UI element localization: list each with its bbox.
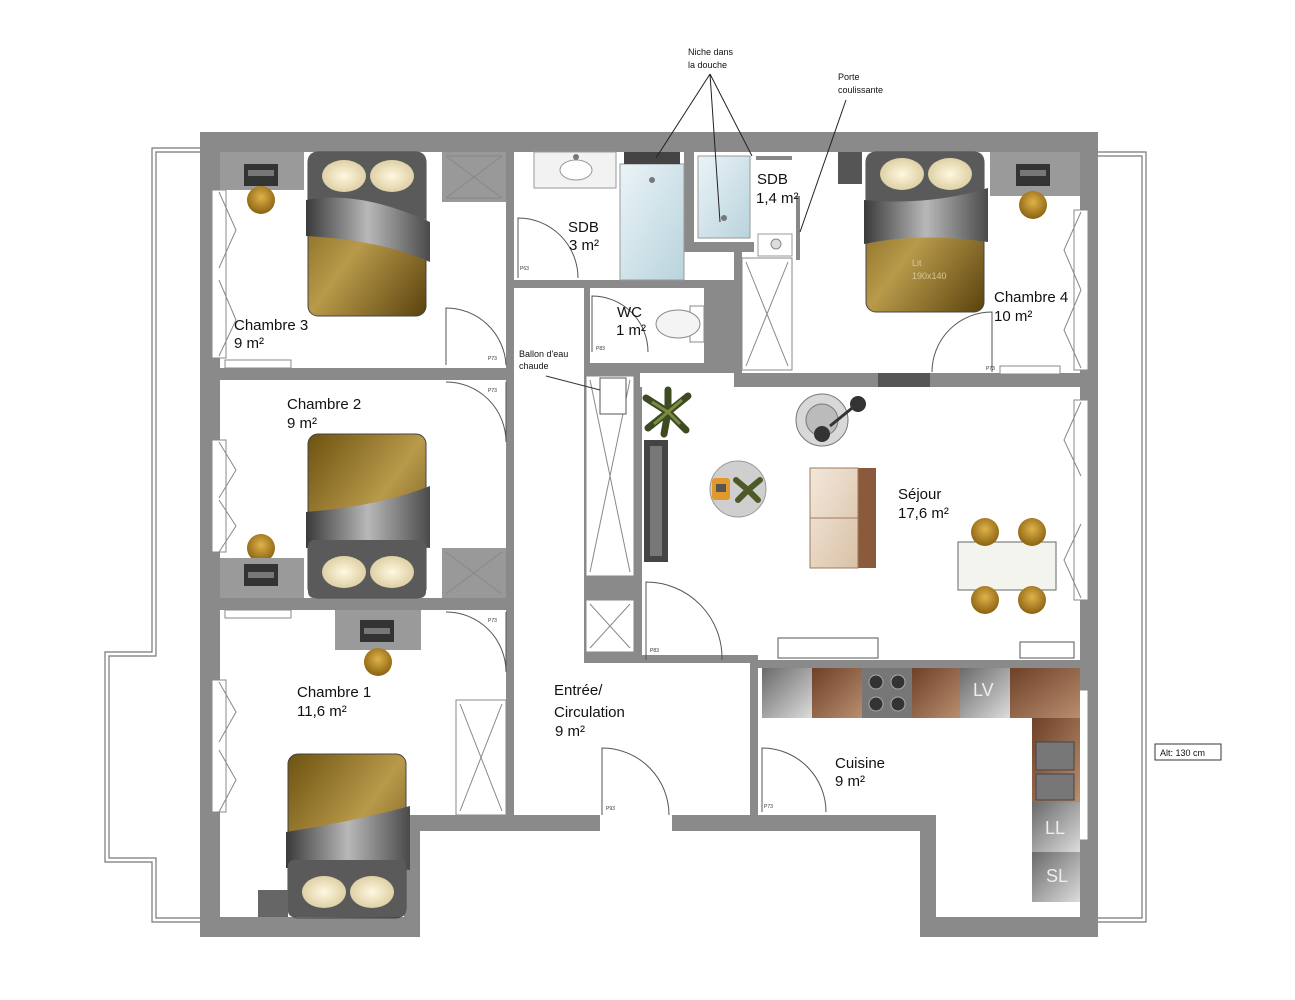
plant-small-icon bbox=[733, 477, 763, 503]
door-code-chambre4: P73 bbox=[986, 366, 995, 372]
door-code-chambre3: P73 bbox=[488, 356, 497, 362]
entree-fixtures bbox=[545, 375, 723, 816]
sdb1-name: SDB bbox=[568, 219, 599, 236]
door-code-chambre2: P73 bbox=[488, 388, 497, 394]
wc-area: 1 m² bbox=[616, 322, 646, 339]
armchair-icon bbox=[795, 393, 866, 447]
door-chambre3 bbox=[445, 307, 507, 366]
annotation-height: Alt: 130 cm bbox=[1154, 743, 1222, 761]
sdb2-area: 1,4 m² bbox=[756, 190, 799, 207]
wc-fixtures bbox=[591, 295, 705, 353]
cuisine-name: Cuisine bbox=[835, 755, 885, 772]
dishwasher-lv bbox=[960, 668, 1010, 718]
sejour-furniture bbox=[642, 386, 1075, 659]
chambre1-name: Chambre 1 bbox=[297, 684, 371, 701]
chambre4-area: 10 m² bbox=[994, 308, 1032, 325]
washing-machine-ll bbox=[1032, 802, 1080, 852]
porte-label-2: coulissante bbox=[838, 85, 883, 95]
annotation-ballon: Ballon d'eau chaude bbox=[519, 349, 568, 371]
entree-area: 9 m² bbox=[555, 723, 585, 740]
chambre4-name: Chambre 4 bbox=[994, 289, 1068, 306]
door-code-sejour: P83 bbox=[650, 648, 659, 654]
chambre2-furniture bbox=[220, 433, 506, 599]
door-code-entree: P93 bbox=[606, 806, 615, 812]
porte-label-1: Porte bbox=[838, 72, 860, 82]
chambre3-area: 9 m² bbox=[234, 335, 264, 352]
chambre1-area: 11,6 m² bbox=[297, 703, 347, 720]
sdb2-fixtures bbox=[697, 155, 800, 371]
chambre2-area: 9 m² bbox=[287, 415, 317, 432]
plant-icon bbox=[642, 386, 692, 438]
chambre3-furniture bbox=[220, 151, 506, 317]
chambre3-name: Chambre 3 bbox=[234, 317, 308, 334]
annotation-niche: Niche dans la douche bbox=[655, 47, 753, 223]
sejour-area: 17,6 m² bbox=[898, 505, 949, 522]
balcony-left bbox=[104, 147, 200, 923]
door-chambre2 bbox=[445, 381, 507, 443]
sdb2-name: SDB bbox=[757, 171, 788, 188]
dryer-sl bbox=[1032, 852, 1080, 902]
door-chambre1 bbox=[445, 611, 507, 673]
balcony-right bbox=[1098, 151, 1147, 923]
ballon-label-2: chaude bbox=[519, 361, 549, 371]
ballon-label-1: Ballon d'eau bbox=[519, 349, 568, 359]
niche-label-2: la douche bbox=[688, 60, 727, 70]
height-label: Alt: 130 cm bbox=[1160, 748, 1205, 758]
door-code-chambre1: P73 bbox=[488, 618, 497, 624]
door-code-wc: P83 bbox=[596, 346, 605, 352]
chambre2-name: Chambre 2 bbox=[287, 396, 361, 413]
entree-name: Entrée/ bbox=[554, 682, 603, 699]
ll-label: LL bbox=[1045, 818, 1065, 838]
wc-name: WC bbox=[617, 304, 642, 321]
entree-name2: Circulation bbox=[554, 704, 625, 721]
door-code-sdb1: P63 bbox=[520, 266, 529, 272]
sdb1-area: 3 m² bbox=[569, 237, 599, 254]
lv-label: LV bbox=[973, 680, 994, 700]
chambre1-furniture bbox=[258, 610, 507, 919]
door-code-cuisine: P73 bbox=[764, 804, 773, 810]
sejour-name: Séjour bbox=[898, 486, 941, 503]
bed-label-2: 190x140 bbox=[912, 271, 947, 281]
cuisine-fixtures bbox=[761, 668, 1080, 902]
niche-label-1: Niche dans bbox=[688, 47, 734, 57]
chambre4-furniture bbox=[838, 151, 1080, 373]
sdb1-fixtures bbox=[517, 151, 685, 281]
sl-label: SL bbox=[1046, 866, 1068, 886]
annotation-porte: Porte coulissante bbox=[799, 72, 883, 233]
bed-label-1: Lit bbox=[912, 258, 922, 268]
cuisine-area: 9 m² bbox=[835, 773, 865, 790]
